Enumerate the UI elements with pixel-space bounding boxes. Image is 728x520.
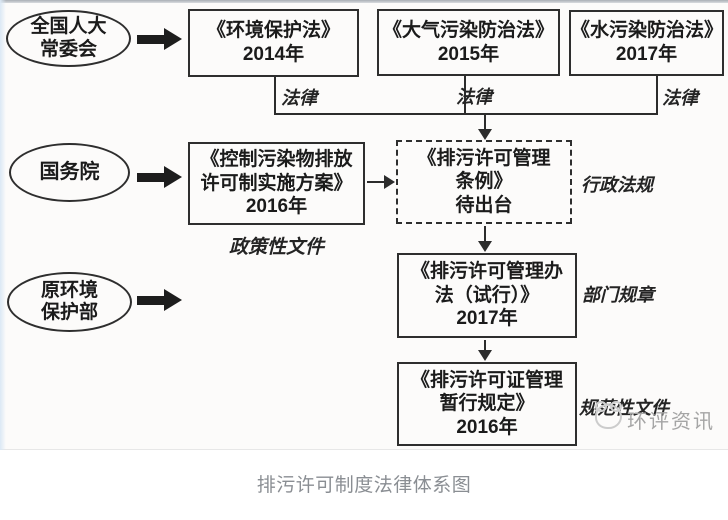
photo-left-edge — [0, 0, 6, 450]
node-title: 条例》 — [455, 171, 513, 193]
photo-top-edge — [0, 0, 728, 3]
actor-npc-standing-committee: 全国人大 常委会 — [6, 10, 131, 67]
watermark-text: 环评资讯 — [627, 411, 715, 433]
tag-policy-document: 政策性文件 — [228, 237, 324, 258]
block-arrow-icon — [137, 166, 182, 188]
node-title: 《排污许可管理 — [417, 147, 551, 169]
tag-law-2: 法律 — [456, 87, 492, 107]
diagram-image: 全国人大 常委会 国务院 原环境 保护部 《环境保护法》 2014年 — [0, 0, 728, 450]
arrow-body — [137, 34, 164, 44]
actor-label-line: 国务院 — [39, 160, 100, 183]
arrowhead-right-icon — [384, 175, 395, 189]
node-environmental-protection-law: 《环境保护法》 2014年 — [188, 9, 359, 77]
tag-law-3: 法律 — [662, 88, 698, 108]
arrow-head — [164, 289, 182, 311]
node-title: 《水污染防治法》 — [571, 20, 724, 42]
connector-line — [274, 113, 658, 115]
node-management-measures-trial: 《排污许可管理办 法（试行）》 2017年 — [397, 253, 577, 338]
arrowhead-down-icon — [478, 241, 492, 252]
node-title: 《排污许可证管理 — [410, 369, 563, 391]
node-title: 法（试行）》 — [434, 284, 540, 306]
panda-sketch-logo-icon — [595, 401, 622, 429]
node-management-regulation-pending: 《排污许可管理 条例》 待出台 — [396, 140, 572, 224]
actor-label-line: 常委会 — [39, 38, 97, 60]
node-year: 2016年 — [456, 416, 518, 438]
actor-state-council: 国务院 — [9, 143, 130, 202]
arrow-body — [137, 295, 164, 305]
actor-label-line: 全国人大 — [30, 16, 107, 38]
node-year: 2017年 — [456, 308, 518, 330]
node-air-pollution-law: 《大气污染防治法》 2015年 — [377, 9, 560, 76]
arrowhead-down-icon — [478, 350, 492, 361]
node-implementation-plan: 《控制污染物排放 许可制实施方案》 2016年 — [188, 142, 365, 225]
node-title: 许可制实施方案》 — [200, 172, 353, 194]
actor-label-line: 保护部 — [40, 302, 98, 323]
connector-line — [484, 115, 486, 131]
node-title: 《大气污染防治法》 — [382, 19, 554, 41]
connector-line — [484, 226, 486, 242]
node-status: 待出台 — [455, 194, 513, 216]
node-title: 《控制污染物排放 — [200, 149, 353, 171]
connector-line — [464, 76, 466, 114]
node-year: 2016年 — [245, 196, 308, 218]
node-title: 《环境保护法》 — [206, 20, 340, 42]
arrow-body — [137, 172, 164, 182]
node-title: 暂行规定》 — [439, 393, 535, 415]
node-water-pollution-law: 《水污染防治法》 2017年 — [569, 10, 724, 76]
node-year: 2017年 — [615, 44, 678, 65]
tag-administrative-regulation: 行政法规 — [581, 175, 653, 195]
node-year: 2014年 — [242, 44, 305, 65]
connector-line — [656, 76, 658, 114]
actor-label-line: 原环境 — [40, 279, 98, 301]
arrowhead-down-icon — [478, 129, 492, 140]
watermark: 环评资讯 — [595, 398, 715, 434]
connector-line — [484, 340, 486, 351]
actor-former-mep: 原环境 保护部 — [7, 272, 132, 332]
connector-line — [274, 77, 276, 114]
arrow-head — [164, 28, 182, 50]
arrow-head — [164, 166, 182, 188]
image-caption: 排污许可制度法律体系图 — [256, 475, 472, 496]
connector-line — [367, 181, 385, 183]
block-arrow-icon — [137, 28, 182, 50]
tag-law-1: 法律 — [281, 88, 317, 108]
node-year: 2015年 — [437, 43, 500, 65]
tag-department-rule: 部门规章 — [582, 285, 654, 305]
block-arrow-icon — [137, 289, 182, 311]
node-interim-provisions: 《排污许可证管理 暂行规定》 2016年 — [397, 362, 577, 446]
node-title: 《排污许可管理办 — [410, 261, 563, 283]
